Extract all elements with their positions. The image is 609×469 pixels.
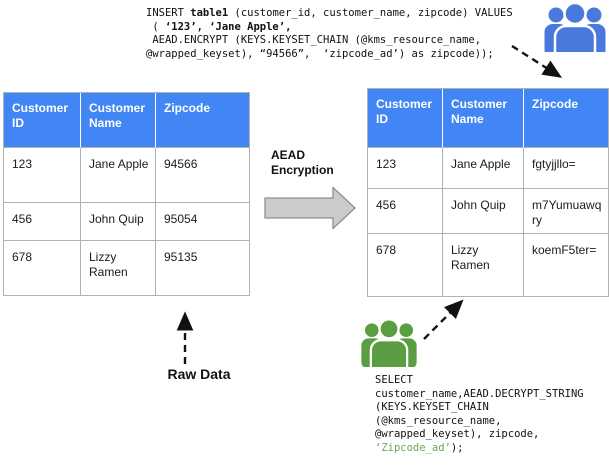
block-arrow-right-icon [264,186,356,230]
table-cell: John Quip [81,203,156,241]
people-group-green-icon [361,318,417,367]
table-cell-encrypted: koemF5ter= [532,243,597,257]
table-cell-encrypted: m7Yumuawqry [524,189,608,234]
column-header: Customer ID [4,93,81,148]
table-cell: John Quip [443,189,524,234]
raw-data-table: Customer ID Customer Name Zipcode 123 Ja… [3,92,250,296]
column-header: Customer Name [443,89,524,148]
table-cell: 95054 [156,203,249,241]
table-cell: 94566 [156,148,249,203]
encrypted-data-table: Customer ID Customer Name Zipcode 123 Ja… [367,88,609,297]
table-cell: 678 [368,234,443,296]
table-cell: Lizzy Ramen [443,234,524,296]
people-group-blue-icon [544,2,606,52]
table-cell: 123 [4,148,81,203]
raw-data-label: Raw Data [167,366,231,382]
table-cell: 95135 [164,250,198,264]
insert-query-code: INSERT table1 (customer_id, customer_nam… [146,7,513,60]
table-cell: 123 [368,148,443,189]
column-header: Customer Name [81,93,156,148]
table-cell-encrypted: fgtyjjllo= [524,148,608,189]
column-header: Zipcode [156,93,249,148]
column-header: Customer ID [368,89,443,148]
table-cell: Lizzy Ramen [81,241,156,295]
table-cell: 456 [368,189,443,234]
table-cell: 456 [4,203,81,241]
table-cell: Jane Apple [81,148,156,203]
table-cell: 678 [4,241,81,295]
transform-label: AEAD Encryption [271,148,334,177]
column-header: Zipcode [524,89,608,148]
select-flow-dashed-arrow [423,299,464,340]
table-cell: Jane Apple [443,148,524,189]
